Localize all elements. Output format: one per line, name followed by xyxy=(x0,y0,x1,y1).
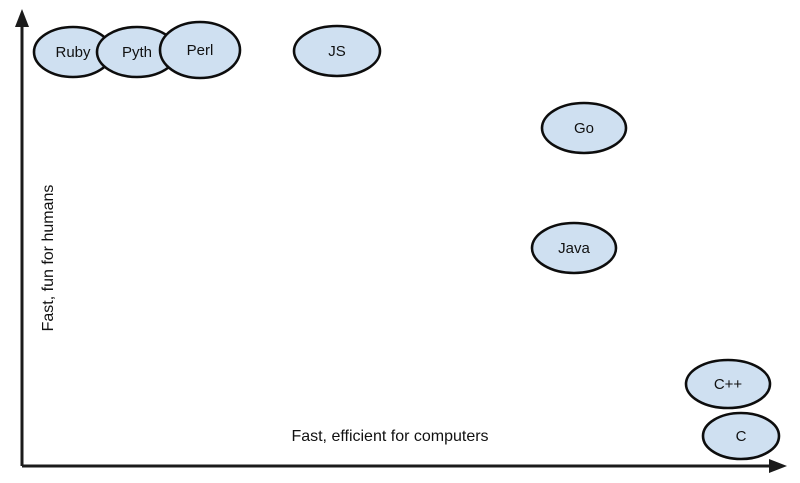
y-axis-arrow-icon xyxy=(15,9,29,27)
data-point-js[interactable]: JS xyxy=(292,24,382,78)
data-point-cpp[interactable]: C++ xyxy=(684,358,772,410)
node-label-java: Java xyxy=(558,240,590,257)
node-label-go: Go xyxy=(574,120,594,137)
node-ellipse-java xyxy=(530,221,618,275)
data-point-perl[interactable]: Perl xyxy=(158,20,242,80)
node-label-cpp: C++ xyxy=(714,376,743,393)
data-point-go[interactable]: Go xyxy=(540,101,628,155)
node-label-js: JS xyxy=(328,43,346,60)
data-point-c[interactable]: C xyxy=(701,411,781,461)
node-ellipse-c xyxy=(701,411,781,461)
y-axis-label: Fast, fun for humans xyxy=(40,185,57,332)
node-ellipse-perl xyxy=(158,20,242,80)
node-ellipse-go xyxy=(540,101,628,155)
node-ellipse-js xyxy=(292,24,382,78)
x-axis-label: Fast, efficient for computers xyxy=(291,428,488,445)
data-point-java[interactable]: Java xyxy=(530,221,618,275)
data-point-ruby[interactable]: Ruby xyxy=(32,25,114,79)
data-point-python[interactable]: Pyth xyxy=(95,25,179,79)
node-label-c: C xyxy=(736,428,747,445)
x-axis-arrow-icon xyxy=(769,459,787,473)
node-label-python: Pyth xyxy=(122,44,152,61)
node-label-ruby: Ruby xyxy=(55,44,91,61)
node-label-perl: Perl xyxy=(187,42,214,59)
node-ellipse-cpp xyxy=(684,358,772,410)
